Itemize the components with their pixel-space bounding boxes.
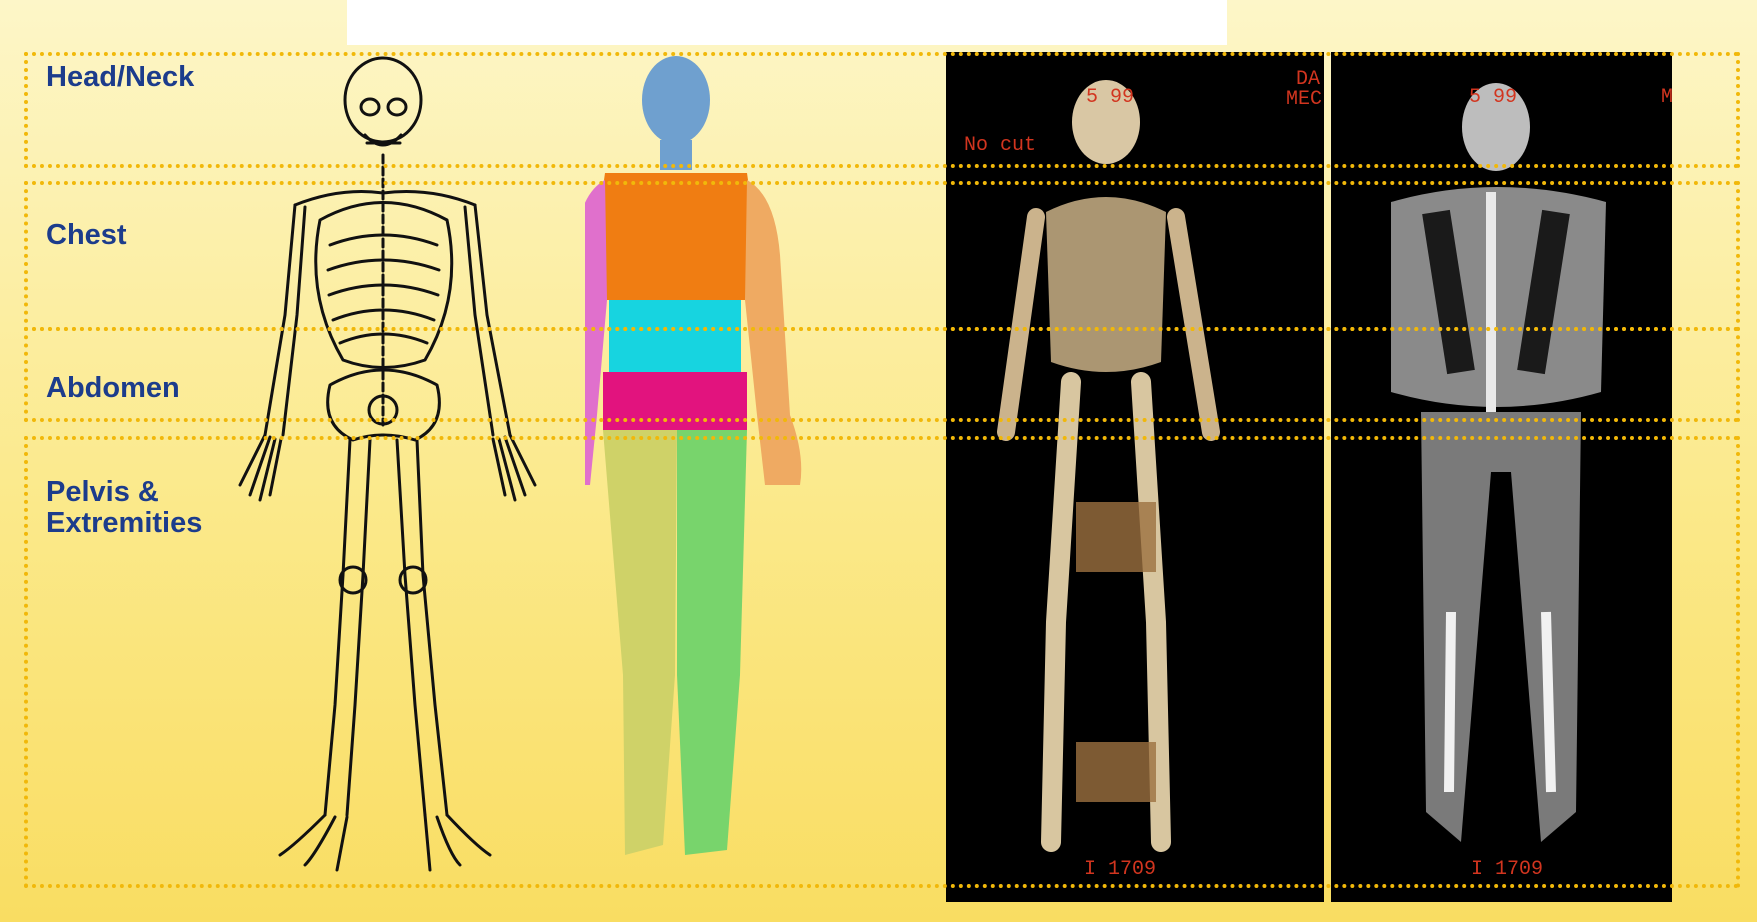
pelvis-extremities-region-box bbox=[24, 436, 1740, 888]
abdomen-region-box bbox=[24, 327, 1740, 422]
head-neck-label: Head/Neck bbox=[46, 62, 194, 93]
pelvis-extremities-label: Pelvis & Extremities bbox=[46, 477, 246, 539]
chest-region-box bbox=[24, 181, 1740, 331]
chest-label: Chest bbox=[46, 220, 127, 251]
top-white-bar bbox=[347, 0, 1227, 45]
head-neck-region-box bbox=[24, 52, 1740, 168]
abdomen-label: Abdomen bbox=[46, 373, 180, 404]
